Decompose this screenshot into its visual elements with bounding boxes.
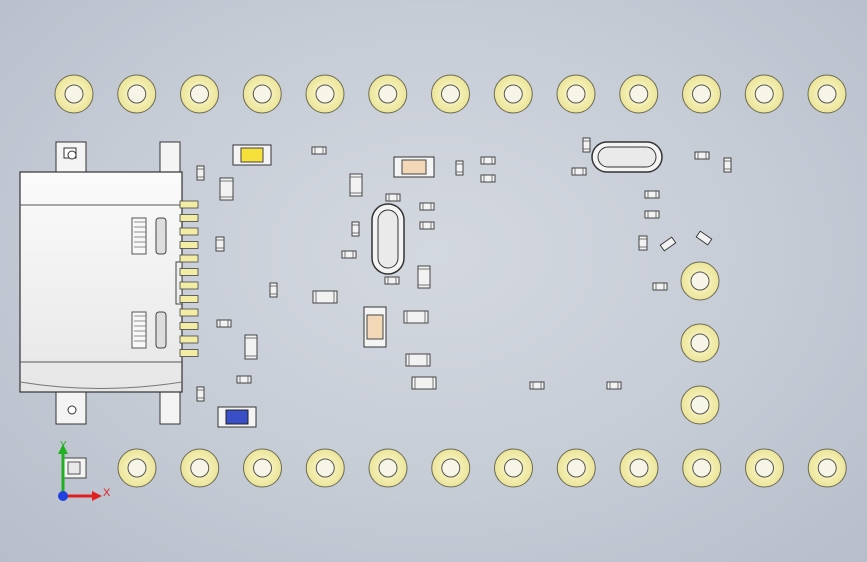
smd-part	[529, 381, 545, 390]
through-hole-pad	[180, 448, 220, 488]
through-hole-pad	[807, 448, 847, 488]
smd-part	[403, 310, 429, 324]
axis-triad	[58, 444, 102, 501]
smd-part	[405, 353, 431, 367]
resistor-tan-1	[393, 156, 435, 178]
through-hole-pad	[680, 261, 720, 301]
axis-y-label: Y	[60, 440, 67, 451]
through-hole-pad	[619, 74, 659, 114]
through-hole-pad	[368, 74, 408, 114]
smd-part	[606, 381, 622, 390]
through-hole-pad	[180, 74, 219, 114]
usb-pin	[179, 241, 199, 249]
through-hole-pad	[807, 74, 847, 114]
usb-pin	[179, 200, 199, 209]
usb-pin-row	[179, 200, 199, 357]
axis-x-label: X	[103, 487, 111, 499]
yellow-led	[232, 144, 272, 166]
smd-part	[385, 193, 401, 202]
through-hole-pad	[431, 74, 470, 114]
blue-led	[217, 406, 257, 428]
smd-part	[644, 190, 660, 199]
smd-part	[269, 282, 278, 298]
smd-part	[351, 221, 360, 237]
smd-part	[723, 157, 732, 173]
smd-part	[411, 376, 437, 390]
through-hole-pad	[242, 74, 282, 114]
top-pad-row	[54, 74, 847, 114]
axis-z-dot-icon	[58, 491, 68, 501]
through-hole-pad	[305, 74, 345, 114]
smd-part	[219, 177, 234, 201]
smd-part	[215, 236, 225, 252]
smd-part	[571, 167, 587, 176]
smd-part	[419, 221, 435, 230]
through-hole-pad	[494, 448, 533, 488]
through-hole-pad	[556, 74, 596, 114]
usb-pin	[179, 227, 199, 236]
usb-pin	[179, 254, 199, 263]
smd-part	[652, 282, 668, 291]
smd-part	[244, 334, 258, 360]
through-hole-pad	[305, 448, 345, 488]
resistor-tan-2	[363, 306, 387, 348]
smd-part	[638, 235, 648, 251]
smd-part	[236, 375, 252, 384]
through-hole-pad	[619, 448, 659, 488]
smd-part	[644, 210, 660, 219]
through-hole-pad	[556, 448, 596, 488]
usb-pin	[179, 308, 199, 317]
smd-part	[311, 146, 327, 155]
through-hole-pad	[682, 74, 721, 114]
usb-c-connector	[19, 141, 199, 425]
usb-pin	[179, 335, 199, 344]
usb-pin	[179, 322, 199, 330]
through-hole-pad	[682, 448, 722, 488]
smd-part	[312, 290, 338, 304]
smd-part	[384, 276, 400, 285]
side-pad-column	[680, 261, 720, 425]
smd-part	[695, 230, 713, 246]
smd-part	[455, 160, 464, 176]
smd-part	[419, 202, 435, 211]
smd-part	[341, 250, 357, 259]
usb-pin	[179, 281, 199, 290]
through-hole-pad	[745, 448, 784, 488]
usb-pin	[179, 214, 199, 222]
smd-part	[480, 156, 496, 165]
usb-pin	[179, 349, 199, 357]
through-hole-pad	[117, 74, 157, 114]
smd-part	[417, 265, 431, 289]
smd-part	[216, 319, 232, 328]
through-hole-pad	[493, 74, 533, 114]
crystal-oscillator-small	[591, 141, 663, 173]
smd-part	[582, 137, 591, 153]
through-hole-pad	[680, 323, 720, 363]
through-hole-pad	[368, 448, 408, 488]
smd-part	[196, 386, 205, 402]
usb-pin	[179, 268, 199, 276]
through-hole-pad	[54, 74, 94, 114]
usb-pin	[179, 295, 199, 303]
bottom-pad-row	[117, 448, 847, 488]
through-hole-pad	[744, 74, 784, 114]
through-hole-pad	[680, 385, 720, 425]
smd-components	[196, 137, 732, 402]
crystal-oscillator-large	[371, 203, 405, 275]
through-hole-pad	[243, 448, 282, 488]
through-hole-pad	[117, 448, 157, 488]
smd-part	[196, 165, 205, 181]
smd-part	[659, 236, 677, 252]
smd-part	[349, 173, 363, 197]
smd-part	[480, 174, 496, 183]
through-hole-pad	[431, 448, 471, 488]
smd-part	[694, 151, 710, 160]
